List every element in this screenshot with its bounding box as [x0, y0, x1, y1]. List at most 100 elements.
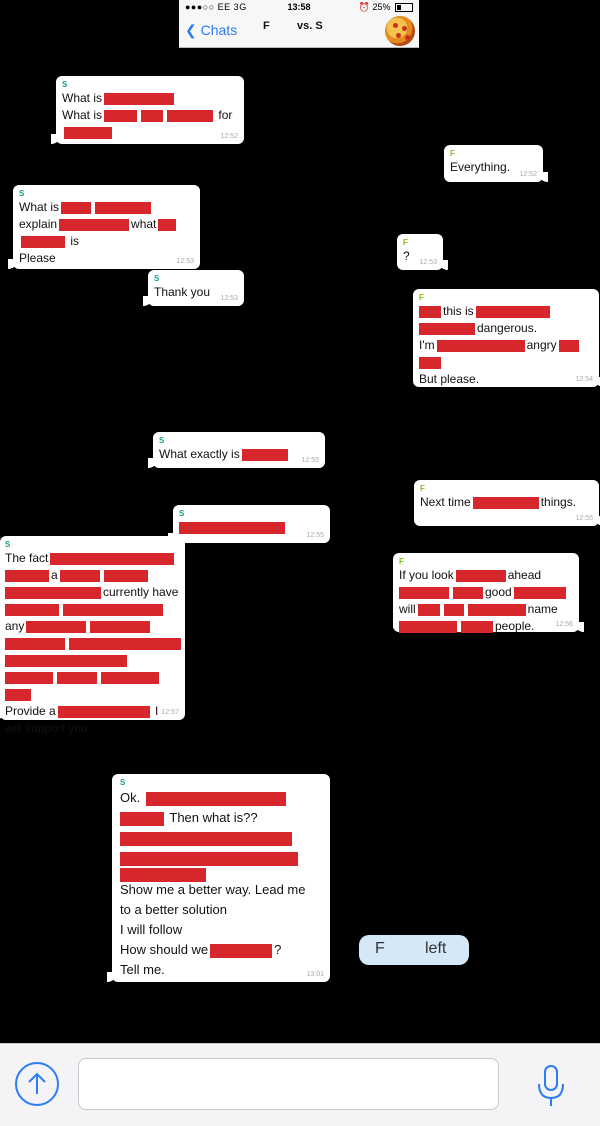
- message-text: Tell me.: [120, 962, 165, 977]
- message-text: a: [51, 568, 58, 582]
- redaction: [558, 339, 579, 352]
- message-text: I: [155, 704, 159, 718]
- message-timestamp: 12:53: [220, 295, 238, 302]
- redaction: [57, 671, 97, 684]
- message-text: What is: [19, 200, 60, 214]
- battery-indicator: ⏰ 25%: [359, 2, 413, 13]
- message-text: will support you: [5, 721, 88, 735]
- message-bubble[interactable]: S What exactly is 12:55: [148, 432, 325, 468]
- voice-record-button[interactable]: [534, 1062, 568, 1110]
- message-bubble[interactable]: S The fact a currently have any Provide …: [0, 536, 185, 735]
- microphone-icon: [538, 1065, 564, 1106]
- back-label: Chats: [200, 22, 238, 38]
- sender-name: S: [120, 778, 126, 787]
- message-text: angry: [526, 338, 557, 352]
- redaction: [241, 448, 288, 461]
- message-text: things.: [540, 495, 577, 509]
- message-timestamp: 12:57: [161, 709, 179, 716]
- message-text: I'm: [419, 338, 435, 352]
- notice-text: left: [425, 940, 447, 957]
- message-timestamp: 12:55: [575, 515, 593, 522]
- redaction: [513, 586, 566, 599]
- message-text: ahead: [507, 568, 542, 582]
- chat-title: vs. S: [297, 20, 323, 32]
- message-timestamp: 12:55: [301, 457, 319, 464]
- redaction: [167, 109, 214, 122]
- redaction: [90, 620, 151, 633]
- message-input[interactable]: [78, 1058, 499, 1110]
- message-text: what: [131, 217, 157, 231]
- message-text: to a better solution: [120, 902, 227, 917]
- redaction: [419, 322, 475, 335]
- message-bubble[interactable]: S 12:55: [168, 505, 330, 543]
- redaction: [61, 201, 92, 214]
- chat-header: ●●●○○ EE 3G 13:58 ⏰ 25% ❮ Chats F vs. S: [179, 0, 419, 48]
- redaction: [104, 92, 175, 105]
- redaction: [21, 235, 65, 248]
- message-text: explain: [19, 217, 58, 231]
- redaction: [419, 356, 441, 369]
- message-bubble[interactable]: S Ok. Then what is?? Show me a better wa…: [107, 774, 330, 982]
- message-text: If you look: [399, 568, 454, 582]
- redaction: [103, 569, 148, 582]
- message-timestamp: 12:53: [419, 259, 437, 266]
- redaction: [417, 603, 440, 616]
- message-bubble[interactable]: F ? 12:53: [397, 234, 448, 270]
- message-timestamp: 12:54: [575, 376, 593, 383]
- sender-name: F: [450, 149, 455, 158]
- sender-name: F: [420, 484, 425, 493]
- message-text: Please: [19, 251, 56, 265]
- group-avatar[interactable]: [385, 16, 415, 46]
- participant-left-notice: F left: [359, 935, 469, 965]
- carrier-signal: ●●●○○ EE 3G: [185, 2, 247, 12]
- redaction: [26, 620, 87, 633]
- share-button[interactable]: [15, 1062, 59, 1106]
- message-timestamp: 12:52: [519, 171, 537, 178]
- message-text: currently have: [103, 585, 179, 599]
- chevron-left-icon: ❮: [185, 22, 197, 38]
- redaction: [436, 339, 525, 352]
- message-text: this is: [443, 304, 474, 318]
- redaction: [5, 654, 127, 667]
- redaction: [63, 603, 163, 616]
- message-text: for: [218, 108, 233, 122]
- message-timestamp: 12:55: [306, 532, 324, 539]
- message-text: Thank you: [154, 285, 211, 299]
- sender-name: F: [419, 293, 424, 302]
- redaction: [120, 867, 206, 882]
- message-text: name: [527, 602, 558, 616]
- message-text: Show me a better way. Lead me: [120, 882, 306, 897]
- redaction: [64, 126, 112, 139]
- message-text: Then what is??: [169, 810, 258, 825]
- message-text: How should we: [120, 942, 209, 957]
- message-text: What exactly is: [159, 447, 240, 461]
- sender-name: F: [399, 557, 404, 566]
- message-bubble[interactable]: S What is What is for 12:52: [51, 76, 244, 144]
- message-timestamp: 12:53: [176, 258, 194, 265]
- compose-bar: [0, 1043, 600, 1126]
- message-text: ?: [403, 249, 410, 263]
- redaction: [467, 603, 526, 616]
- status-bar: ●●●○○ EE 3G 13:58 ⏰ 25%: [179, 0, 419, 14]
- message-text: But please.: [419, 372, 480, 386]
- arrow-up-icon: [28, 1072, 46, 1094]
- redaction: [50, 552, 175, 565]
- message-bubble[interactable]: S Thank you 12:53: [143, 270, 244, 306]
- redaction: [5, 671, 53, 684]
- sender-name: S: [62, 80, 68, 89]
- sender-name: S: [5, 540, 11, 549]
- redaction: [141, 109, 164, 122]
- message-text: Provide a: [5, 704, 56, 718]
- message-text: is: [70, 234, 80, 248]
- message-timestamp: 12:52: [220, 133, 238, 140]
- participant-name: F: [375, 940, 385, 957]
- message-bubble[interactable]: F Everything. 12:52: [444, 145, 548, 182]
- redaction: [59, 218, 130, 231]
- message-text: good: [485, 585, 512, 599]
- back-to-chats-button[interactable]: ❮ Chats: [185, 22, 237, 39]
- redaction: [5, 603, 59, 616]
